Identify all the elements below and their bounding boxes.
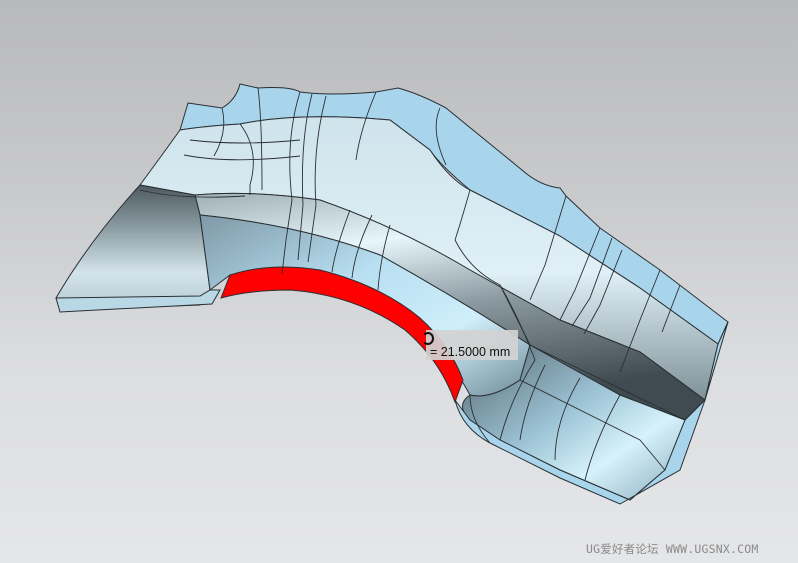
left-end-face: [55, 184, 211, 311]
radius-icon: [422, 332, 434, 345]
measurement-tooltip: = 21.5000 mm: [422, 330, 518, 360]
right-end-flange: [704, 321, 729, 401]
radius-value-label: = 21.5000 mm: [430, 345, 511, 359]
selected-fillet-face[interactable]: [220, 266, 464, 404]
left-bottom-flange: [55, 289, 221, 313]
model-edges: [139, 87, 686, 481]
watermark-text: UG爱好者论坛 WWW.UGSNX.COM: [586, 542, 759, 556]
